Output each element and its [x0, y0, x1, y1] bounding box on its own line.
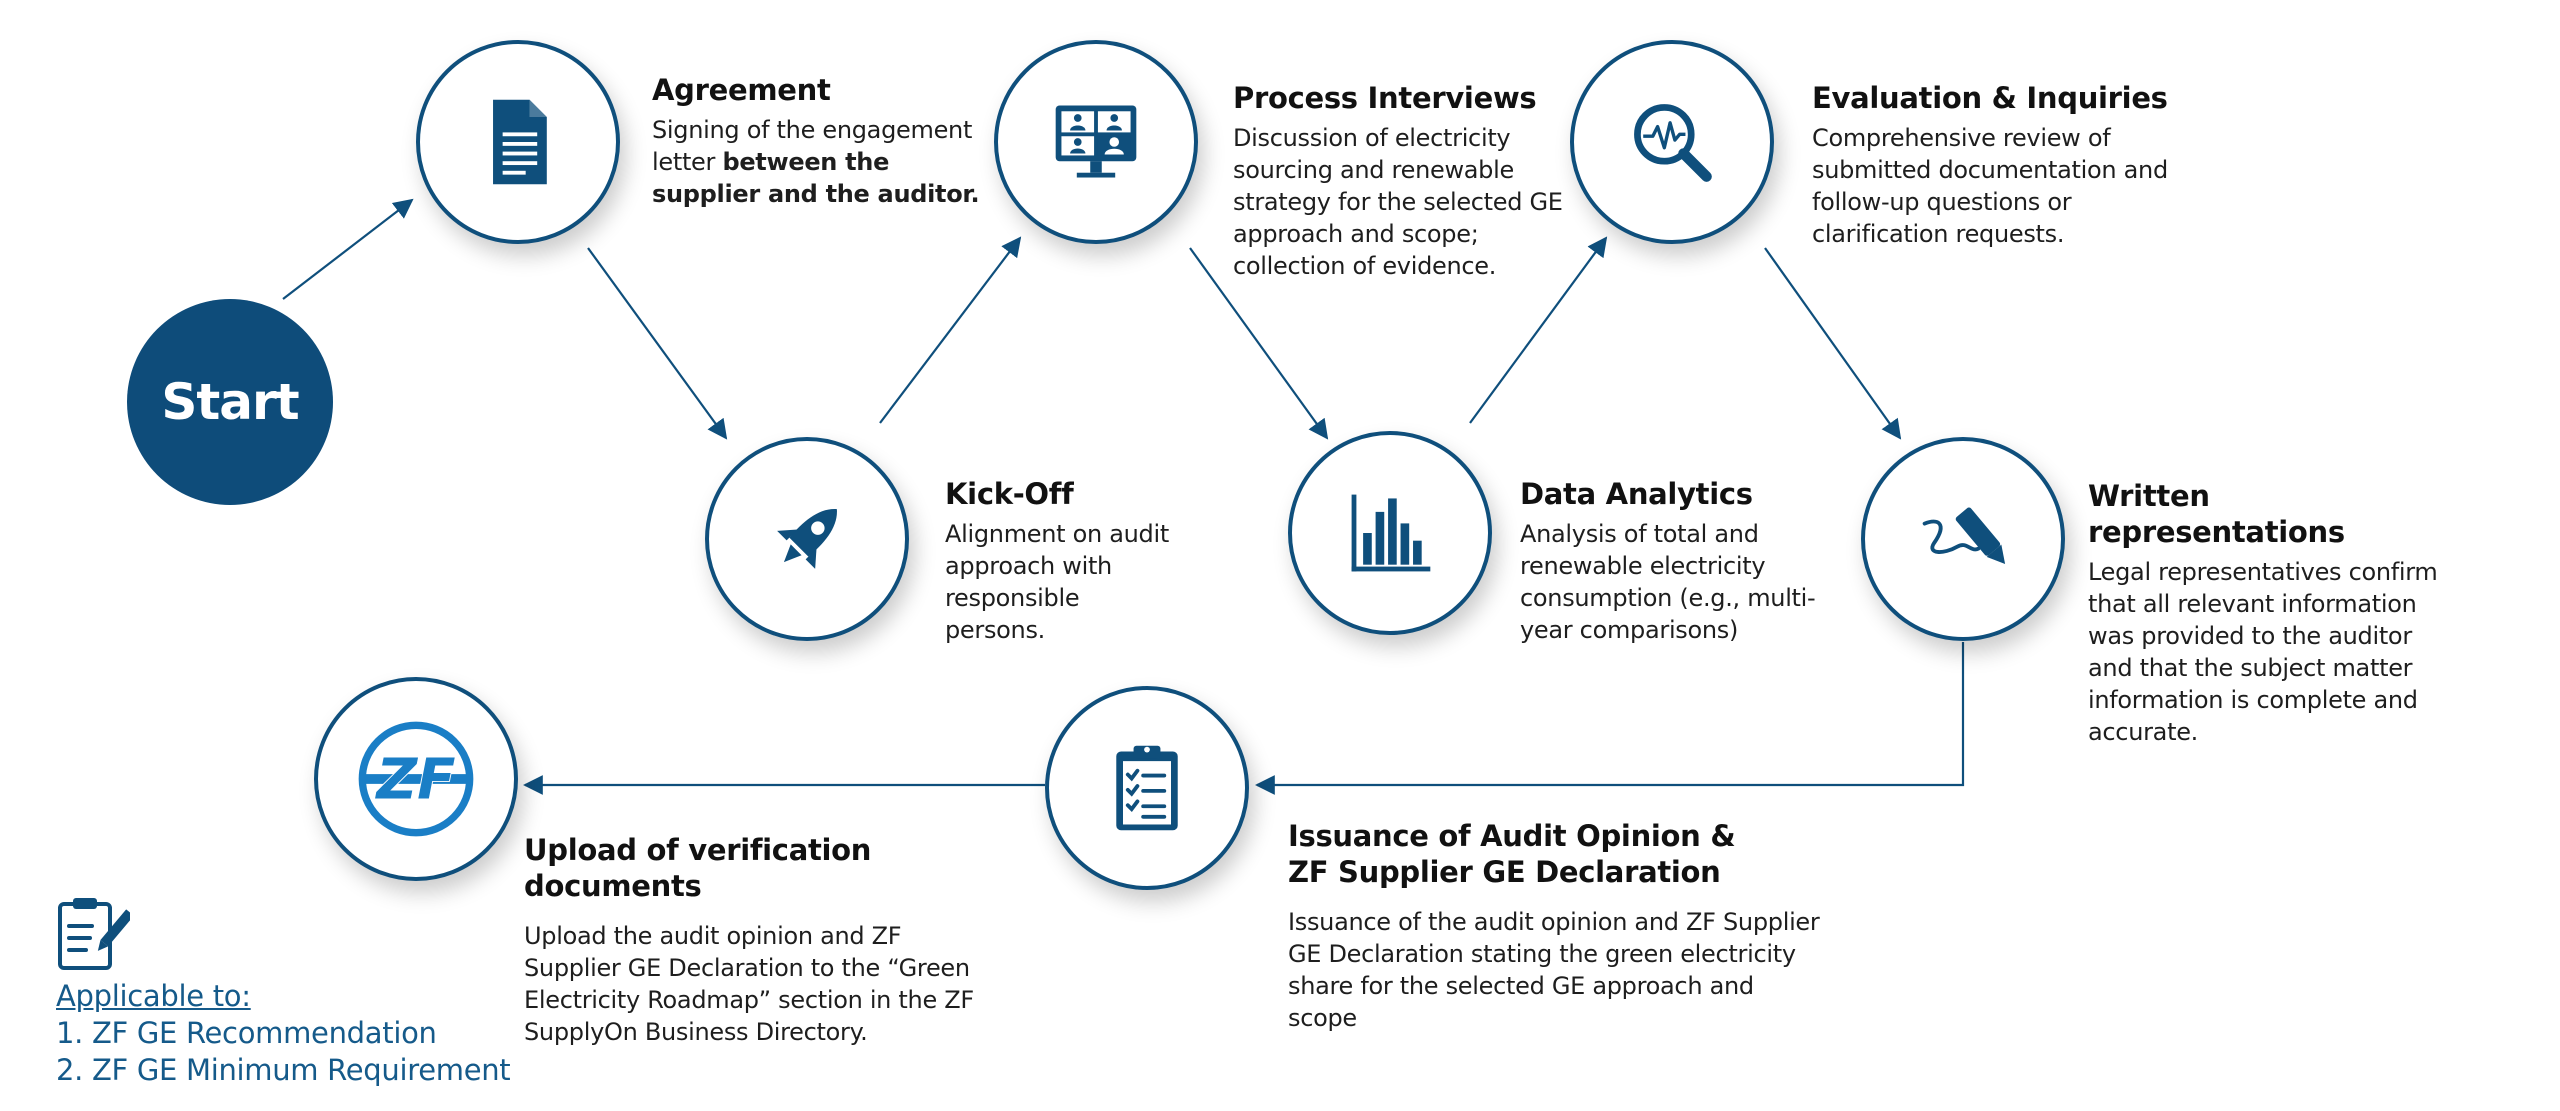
step-upload: Upload of verification documents Upload … [524, 832, 1044, 1048]
step-evaluation-body: Comprehensive review of submitted docume… [1812, 124, 2168, 248]
arrow-evaluation-to-representations [1764, 247, 1902, 440]
step-written-representations-title: Written representations [2088, 479, 2345, 549]
step-kickoff-body: Alignment on audit approach with respons… [945, 520, 1169, 644]
document-icon [493, 99, 547, 185]
start-label: Start [161, 373, 299, 431]
step-upload-title: Upload of verification documents [524, 833, 872, 903]
arrow-agreement-to-kickoff [587, 247, 728, 440]
step-agreement-body: Signing of the engagement letter between… [652, 114, 982, 210]
step-process-interviews-title: Process Interviews [1233, 81, 1537, 115]
step-agreement-body-plain: Signing of the engagement letter [652, 116, 973, 176]
node-data-analytics [1288, 431, 1492, 635]
step-kickoff: Kick-Off Alignment on audit approach wit… [945, 476, 1185, 646]
step-issuance-body: Issuance of the audit opinion and ZF Sup… [1288, 908, 1820, 1032]
step-upload-body: Upload the audit opinion and ZF Supplier… [524, 922, 974, 1046]
step-kickoff-title: Kick-Off [945, 477, 1074, 511]
step-issuance-title-line1: Issuance of Audit Opinion & [1288, 819, 1736, 853]
applicable-section: Applicable to: 1. ZF GE Recommendation 2… [56, 894, 511, 1089]
applicable-heading: Applicable to: [56, 979, 251, 1013]
step-agreement: Agreement Signing of the engagement lett… [652, 72, 982, 210]
clipboard-checklist-icon [1116, 745, 1178, 831]
video-conference-icon [1055, 105, 1137, 178]
arrow-kickoff-to-interviews [879, 236, 1022, 424]
applicable-item-1: 1. ZF GE Recommendation [56, 1016, 437, 1050]
step-issuance-title-line2: ZF Supplier GE Declaration [1288, 855, 1721, 889]
step-written-representations: Written representations Legal representa… [2088, 478, 2468, 748]
arrow-representations-to-issuance [1255, 642, 1965, 795]
zf-logo: ZF [358, 721, 474, 837]
arrow-start-to-agreement [282, 198, 414, 300]
step-evaluation: Evaluation & Inquiries Comprehensive rev… [1812, 80, 2172, 250]
step-process-interviews-body: Discussion of electricity sourcing and r… [1233, 124, 1563, 280]
clipboard-pen-icon [58, 898, 134, 970]
bar-chart-icon [1351, 494, 1431, 572]
applicable-item-2: 2. ZF GE Minimum Requirement [56, 1053, 511, 1087]
node-process-interviews [994, 40, 1198, 244]
pen-signature-icon [1922, 507, 2006, 565]
arrow-analytics-to-evaluation [1469, 236, 1608, 424]
step-data-analytics-body: Analysis of total and renewable electric… [1520, 520, 1816, 644]
step-agreement-title: Agreement [652, 73, 831, 107]
node-evaluation [1570, 40, 1774, 244]
step-written-representations-body: Legal representatives confirm that all r… [2088, 558, 2438, 746]
arrow-interviews-to-analytics [1189, 247, 1329, 440]
step-data-analytics-title: Data Analytics [1520, 477, 1753, 511]
node-upload: ZF [314, 677, 518, 881]
step-agreement-body-bold: between the supplier and the auditor. [652, 148, 980, 208]
node-kickoff [705, 437, 909, 641]
step-issuance: Issuance of Audit Opinion & ZF Supplier … [1288, 818, 1848, 1034]
start-node: Start [127, 299, 333, 505]
applicable-icon [56, 894, 134, 972]
node-written-representations [1861, 437, 2065, 641]
node-issuance [1045, 686, 1249, 890]
node-agreement [416, 40, 620, 244]
magnifier-pulse-icon [1634, 104, 1712, 182]
zf-logo-text: ZF [374, 748, 455, 813]
step-process-interviews: Process Interviews Discussion of electri… [1233, 80, 1563, 282]
rocket-icon [777, 509, 837, 569]
step-evaluation-title: Evaluation & Inquiries [1812, 81, 2168, 115]
step-data-analytics: Data Analytics Analysis of total and ren… [1520, 476, 1840, 646]
